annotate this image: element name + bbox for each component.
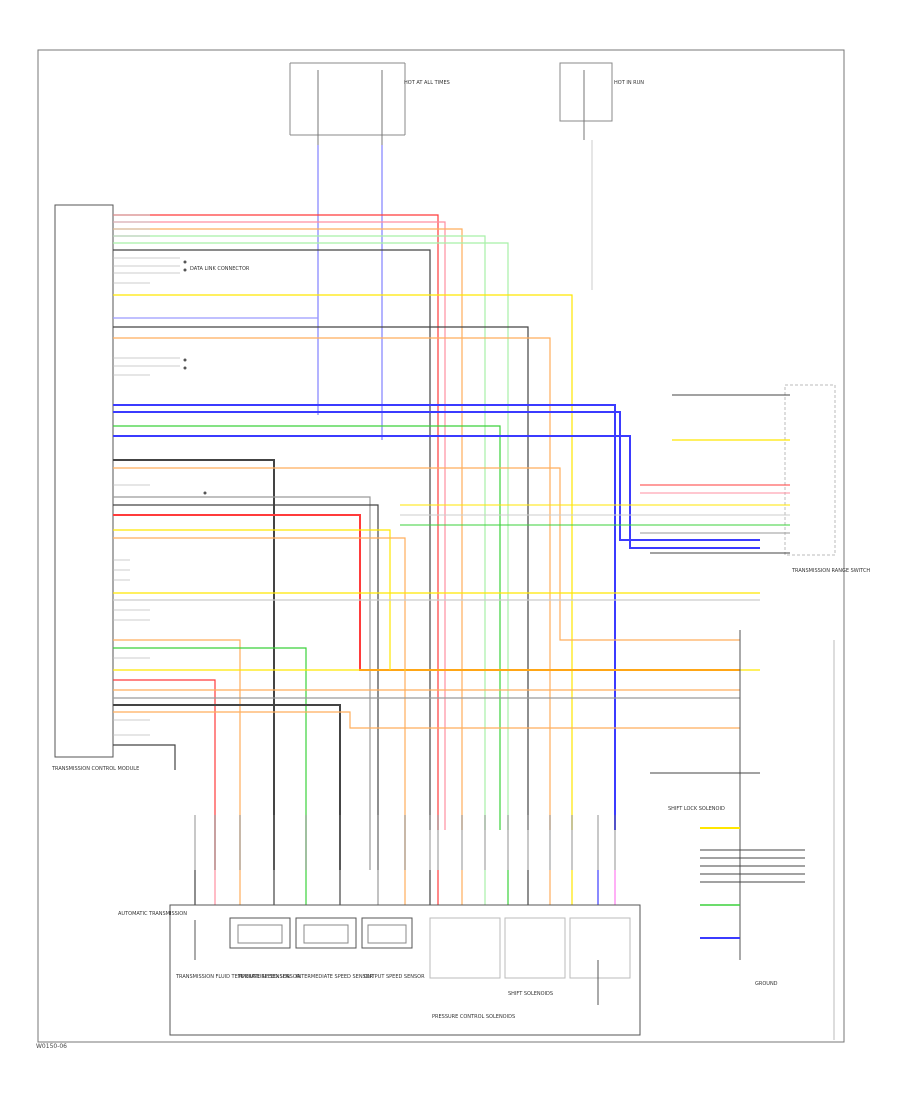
fuse-box-right-label: HOT IN RUN bbox=[614, 80, 644, 86]
tcm-pin-ticks bbox=[113, 214, 180, 736]
tcm-harness bbox=[113, 214, 760, 870]
data-link-connector-b bbox=[183, 358, 187, 370]
output-sensor-label: OUTPUT SPEED SENSOR bbox=[364, 974, 425, 980]
shift-solenoids-label: SHIFT SOLENOIDS bbox=[508, 991, 553, 997]
fuse-box-left: HOT AT ALL TIMES bbox=[289, 62, 450, 145]
turbine-sensor-label: TURBINE SPEED SENSOR bbox=[237, 974, 301, 980]
shift-lock-label: SHIFT LOCK SOLENOID bbox=[668, 806, 725, 812]
range-switch-label: TRANSMISSION RANGE SWITCH bbox=[791, 568, 870, 574]
fuse-box-right: HOT IN RUN bbox=[559, 62, 644, 140]
tcm-block bbox=[54, 204, 114, 758]
trans-wire-segments bbox=[194, 870, 616, 905]
fluid-temp-sensor: TRANSMISSION FLUID TEMPERATURE SENSOR bbox=[175, 920, 291, 980]
pressure-control-solenoids: PRESSURE CONTROL SOLENOIDS bbox=[429, 917, 515, 1020]
intermediate-sensor-label: INTERMEDIATE SPEED SENSOR bbox=[296, 974, 374, 980]
output-speed-sensor: OUTPUT SPEED SENSOR bbox=[361, 917, 425, 980]
pressure-solenoids-label: PRESSURE CONTROL SOLENOIDS bbox=[432, 1014, 515, 1020]
intermediate-speed-sensor: INTERMEDIATE SPEED SENSOR bbox=[295, 917, 374, 980]
shift-solenoids: SHIFT SOLENOIDS bbox=[504, 917, 631, 997]
fluid-temp-label: TRANSMISSION FLUID TEMPERATURE SENSOR bbox=[175, 974, 291, 980]
turbine-speed-sensor: TURBINE SPEED SENSOR bbox=[229, 917, 301, 980]
diagram-code: W0150-06 bbox=[36, 1043, 68, 1050]
splice-dot bbox=[203, 491, 207, 495]
diagram-frame bbox=[37, 49, 845, 1043]
data-link-label: DATA LINK CONNECTOR bbox=[190, 266, 250, 272]
fuse-box-left-label: HOT AT ALL TIMES bbox=[404, 80, 450, 86]
transmission-box bbox=[169, 904, 641, 1036]
shift-lock-area: SHIFT LOCK SOLENOID GROUND bbox=[650, 772, 805, 987]
tcm-label: TRANSMISSION CONTROL MODULE bbox=[51, 766, 139, 772]
transmission-label: AUTOMATIC TRANSMISSION bbox=[118, 911, 187, 917]
range-switch: TRANSMISSION RANGE SWITCH bbox=[400, 384, 870, 574]
ground-label: GROUND bbox=[755, 981, 778, 987]
data-link-connector-a bbox=[183, 260, 187, 272]
